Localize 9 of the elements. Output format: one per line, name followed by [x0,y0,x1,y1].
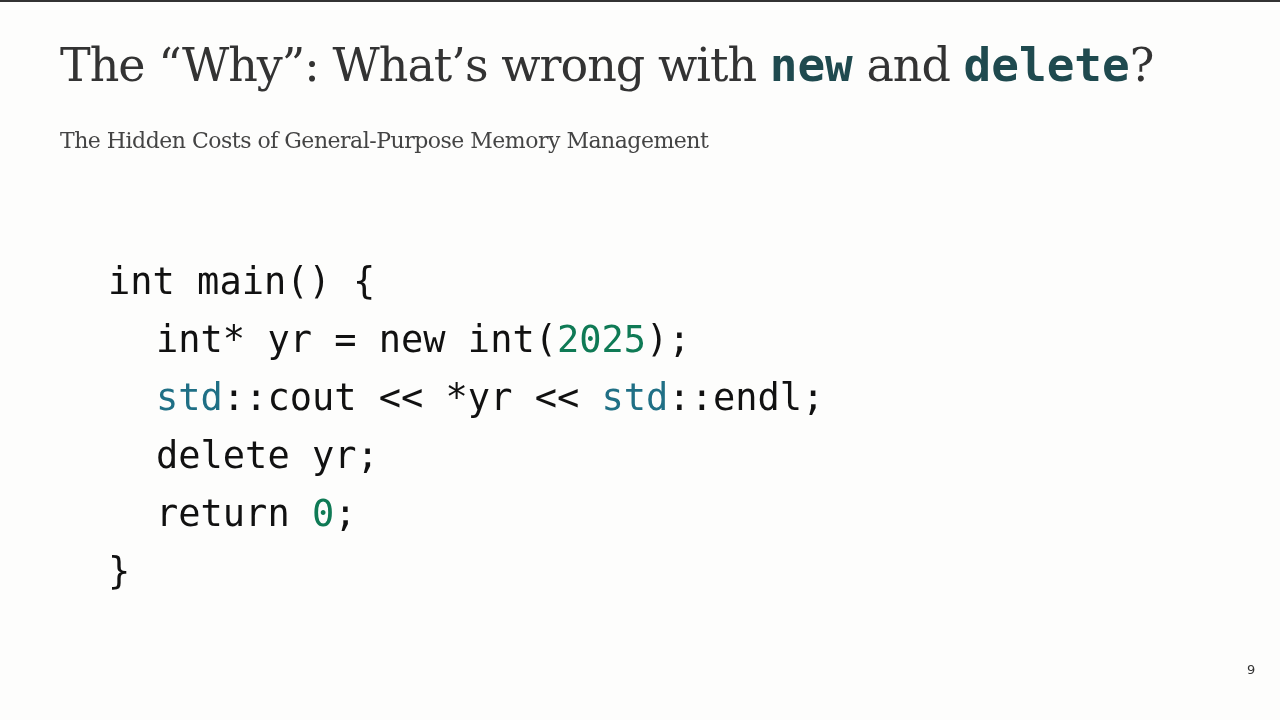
code-line: int* yr = new int(2025); [156,317,691,363]
code-line: int main() { [108,259,376,305]
code-line: } [108,549,131,595]
slide-subtitle: The Hidden Costs of General-Purpose Memory Management [60,128,709,153]
slide-title: The “Why”: What’s wrong with new and delete? [60,38,1154,92]
code-line: return 0; [156,491,357,537]
page-number: 9 [1247,662,1256,677]
code-line: delete yr; [156,433,379,479]
code-line: std::cout << *yr << std::endl; [156,375,825,421]
